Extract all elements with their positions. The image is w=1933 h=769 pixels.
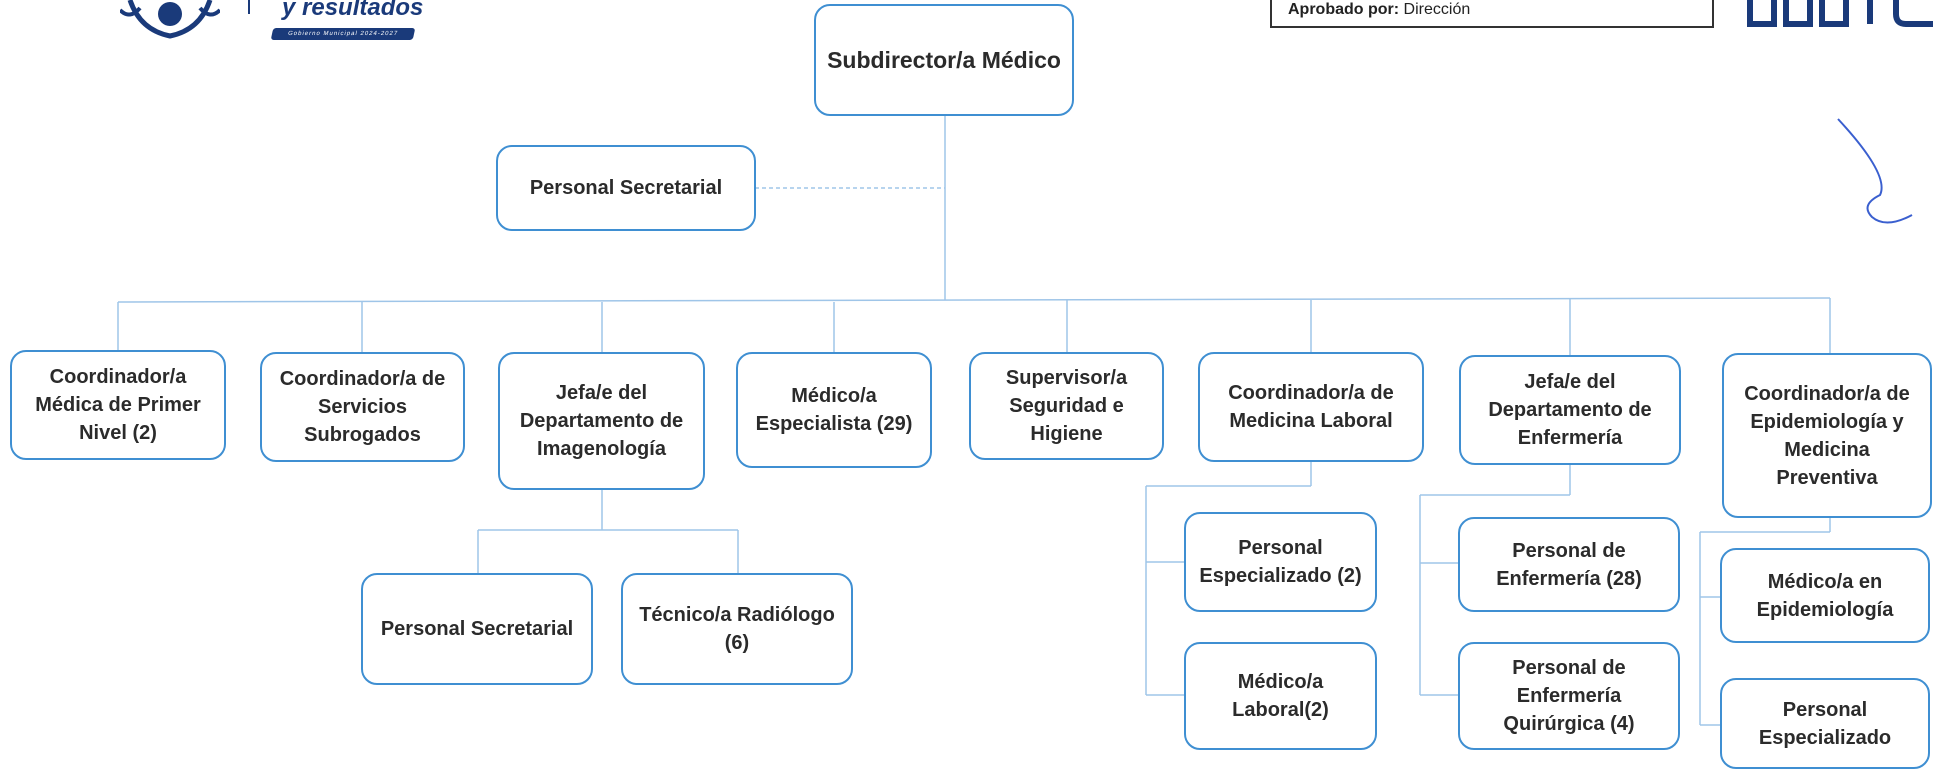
- coord-medicina-laboral-box: Coordinador/a de Medicina Laboral: [1198, 352, 1424, 462]
- supervisor-seguridad-box: Supervisor/a Seguridad e Higiene: [969, 352, 1164, 460]
- tecnico-radiologo-box: Técnico/a Radiólogo (6): [621, 573, 853, 685]
- medico-especialista-box: Médico/a Especialista (29): [736, 352, 932, 468]
- imagenologia-secretarial-box: Personal Secretarial: [361, 573, 593, 685]
- slogan-text: y resultados: [282, 0, 424, 21]
- jefe-imagenologia-box: Jefa/e del Departamento de Imagenología: [498, 352, 705, 490]
- personal-secretarial-box: Personal Secretarial: [496, 145, 756, 231]
- approved-by: Aprobado por: Dirección: [1270, 0, 1714, 28]
- medico-laboral-box: Médico/a Laboral(2): [1184, 642, 1377, 750]
- approved-value: Dirección: [1403, 1, 1471, 18]
- divider: [248, 0, 250, 14]
- approved-label: Aprobado por:: [1288, 1, 1400, 18]
- personal-enfermeria-box: Personal de Enfermería (28): [1458, 517, 1680, 612]
- coord-primer-nivel-box: Coordinador/a Médica de Primer Nivel (2): [10, 350, 226, 460]
- medico-epidemiologia-box: Médico/a en Epidemiología: [1720, 548, 1930, 643]
- municipal-seal-icon: [120, 0, 220, 39]
- signature-mark: [1837, 118, 1913, 224]
- jefe-enfermeria-box: Jefa/e del Departamento de Enfermería: [1459, 355, 1681, 465]
- coord-servicios-subrogados-box: Coordinador/a de Servicios Subrogados: [260, 352, 465, 462]
- coord-epidemiologia-box: Coordinador/a de Epidemiología y Medicin…: [1722, 353, 1932, 518]
- personal-especializado-laboral-box: Personal Especializado (2): [1184, 512, 1377, 612]
- subdirector-medico-box: Subdirector/a Médico: [814, 4, 1074, 116]
- personal-enfermeria-quirurgica-box: Personal de Enfermería Quirúrgica (4): [1458, 642, 1680, 750]
- institution-logo-icon: [1747, 0, 1933, 27]
- personal-especializado-epidemiologia-box: Personal Especializado: [1720, 678, 1930, 769]
